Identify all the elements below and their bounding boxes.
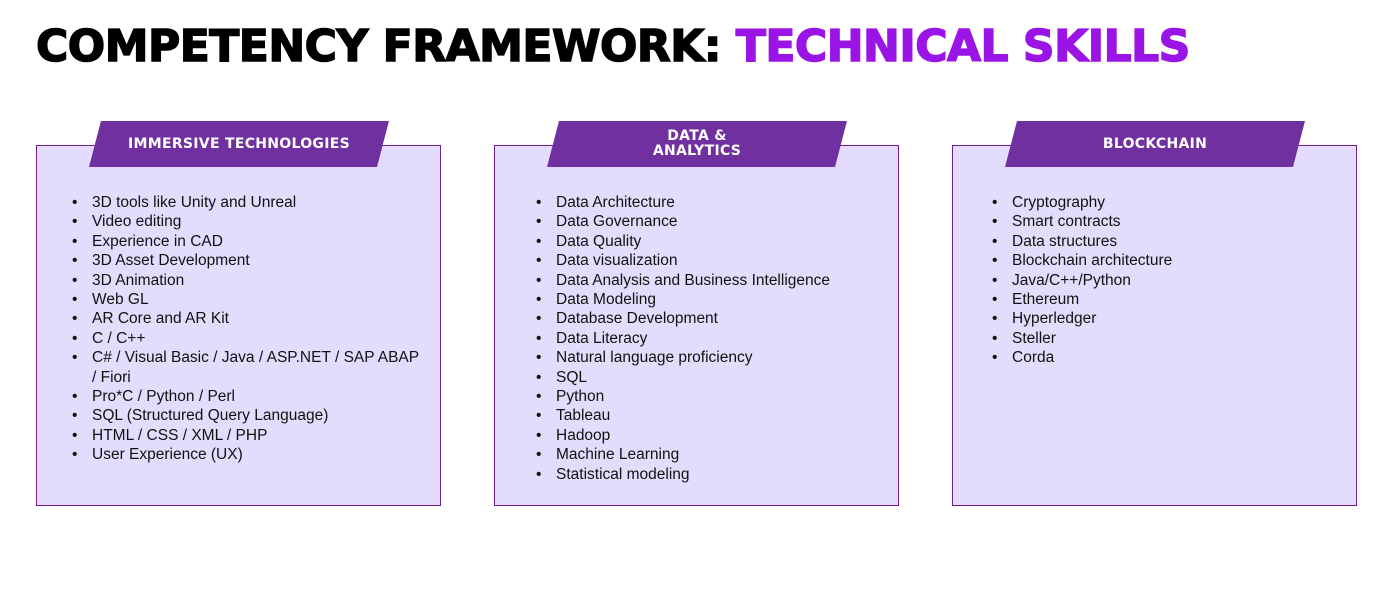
skill-item: Pro*C / Python / Perl [72, 387, 420, 407]
skill-item: Blockchain architecture [992, 251, 1336, 271]
skill-item: 3D Animation [72, 271, 420, 291]
skill-item: Experience in CAD [72, 232, 420, 252]
page-title-accent: TECHNICAL SKILLS [735, 20, 1191, 73]
skill-item: Steller [992, 329, 1336, 349]
skill-item: Data Literacy [536, 329, 878, 349]
skill-item: SQL (Structured Query Language) [72, 406, 420, 426]
page-title-main: COMPETENCY FRAMEWORK: [35, 20, 722, 73]
skill-list: Data ArchitectureData GovernanceData Qua… [495, 193, 898, 485]
card-header: BLOCKCHAIN [1005, 121, 1305, 167]
skill-item: Tableau [536, 406, 878, 426]
skill-item: Data Analysis and Business Intelligence [536, 271, 878, 291]
skill-item: Hadoop [536, 426, 878, 446]
skill-item: Data structures [992, 232, 1336, 252]
skill-item: Video editing [72, 212, 420, 232]
skill-item: Smart contracts [992, 212, 1336, 232]
skill-item: HTML / CSS / XML / PHP [72, 426, 420, 446]
skill-item: 3D Asset Development [72, 251, 420, 271]
card-immersive-technologies: IMMERSIVE TECHNOLOGIES 3D tools like Uni… [36, 145, 441, 506]
skill-item: Python [536, 387, 878, 407]
skill-item: Hyperledger [992, 309, 1336, 329]
card-header: IMMERSIVE TECHNOLOGIES [89, 121, 389, 167]
card-data-analytics: DATA & ANALYTICS Data ArchitectureData G… [494, 145, 899, 506]
skill-item: SQL [536, 368, 878, 388]
skill-item: Ethereum [992, 290, 1336, 310]
skill-item: Statistical modeling [536, 465, 878, 485]
skill-item: Java/C++/Python [992, 271, 1336, 291]
skill-item: C# / Visual Basic / Java / ASP.NET / SAP… [72, 348, 420, 387]
skill-item: AR Core and AR Kit [72, 309, 420, 329]
skill-item: Cryptography [992, 193, 1336, 213]
skill-item: Data Modeling [536, 290, 878, 310]
skill-item: Database Development [536, 309, 878, 329]
skill-item: Machine Learning [536, 445, 878, 465]
skill-list: CryptographySmart contractsData structur… [953, 193, 1356, 368]
skill-item: Natural language proficiency [536, 348, 878, 368]
skill-item: Data visualization [536, 251, 878, 271]
card-blockchain: BLOCKCHAIN CryptographySmart contractsDa… [952, 145, 1357, 506]
skill-item: 3D tools like Unity and Unreal [72, 193, 420, 213]
skill-item: C / C++ [72, 329, 420, 349]
skill-item: Web GL [72, 290, 420, 310]
card-header: DATA & ANALYTICS [547, 121, 847, 167]
page-title: COMPETENCY FRAMEWORK: TECHNICAL SKILLS [35, 20, 1191, 74]
skill-item: Data Quality [536, 232, 878, 252]
skill-item: Corda [992, 348, 1336, 368]
skill-item: User Experience (UX) [72, 445, 420, 465]
skill-item: Data Governance [536, 212, 878, 232]
skill-item: Data Architecture [536, 193, 878, 213]
skill-list: 3D tools like Unity and UnrealVideo edit… [37, 193, 440, 465]
